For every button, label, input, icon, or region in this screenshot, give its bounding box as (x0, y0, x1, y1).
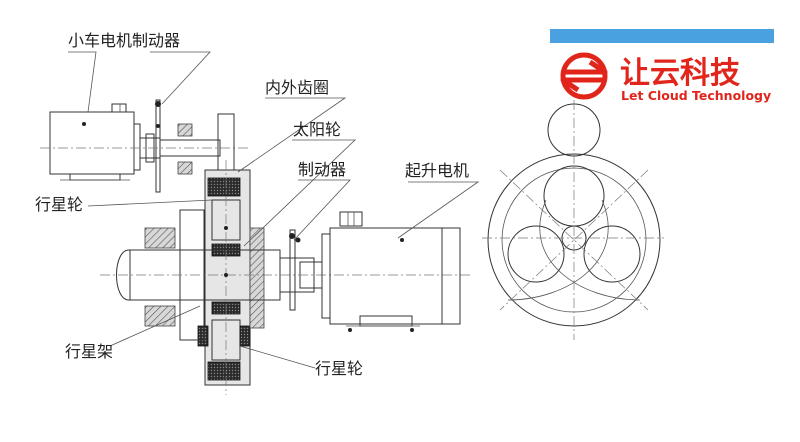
side-housing-hatch (249, 227, 265, 329)
brand-bar (550, 29, 774, 43)
label-hoist-motor: 起升电机 (405, 161, 469, 180)
label-planet-gear-top: 行星轮 (35, 195, 83, 214)
planet-carrier-block (197, 325, 209, 347)
label-sun-gear: 太阳轮 (293, 120, 341, 139)
planet-left-circle (507, 225, 565, 283)
top-gear-circle (547, 103, 601, 157)
planet-right-circle (583, 225, 641, 283)
trolley-bearing-top (177, 123, 193, 137)
label-planet-carrier: 行星架 (65, 342, 113, 361)
left-bearing-bottom (144, 305, 176, 327)
brand-mark-icon (560, 52, 608, 100)
planet-carrier-block-right (239, 325, 251, 347)
left-bearing-top (144, 227, 176, 249)
ring-gear-bottom (207, 361, 241, 381)
planetary-end-view (482, 100, 664, 340)
label-brake: 制动器 (298, 160, 346, 179)
label-planet-gear-bottom: 行星轮 (315, 359, 363, 378)
ring-gear-top (207, 177, 241, 197)
brand-logo: 让云科技 Let Cloud Technology (550, 29, 774, 103)
brand-name-en: Let Cloud Technology (621, 88, 771, 103)
brake-assembly (289, 229, 301, 311)
label-trolley-motor-brake: 小车电机制动器 (68, 31, 180, 50)
trolley-shaft (159, 139, 221, 157)
label-ring-gear: 内外齿圈 (265, 78, 329, 97)
leader-lines (68, 51, 480, 369)
trolley-motor (49, 99, 161, 193)
trolley-bearing-bottom (177, 161, 193, 175)
hoist-motor (321, 211, 461, 332)
brand-name-zh: 让云科技 (620, 56, 740, 91)
